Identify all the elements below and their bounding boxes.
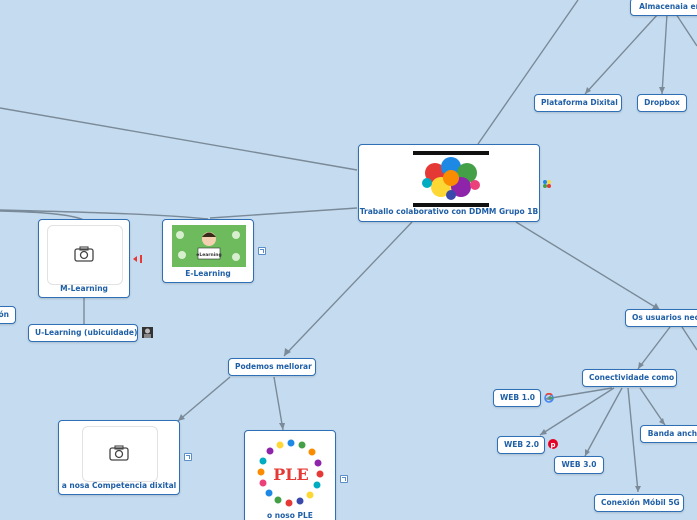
puzzle-hands-image [413, 151, 489, 207]
camera-icon [74, 246, 94, 262]
central-node[interactable]: Traballo colaborativo con DDMM Grupo 1B [358, 144, 540, 222]
node-plataforma-dixital[interactable]: Plataforma Dixital [534, 94, 622, 112]
node-almacenaia[interactable]: Almacenaia en [630, 0, 697, 16]
link-central-left [0, 107, 358, 171]
elearning-illustration: eLearning [172, 225, 246, 267]
link-podemos-competencia [177, 376, 231, 422]
link-usuarios-conectividade [637, 326, 671, 370]
central-label: Traballo colaborativo con DDMM Grupo 1B [359, 207, 539, 216]
elearning-label: E-Learning [185, 269, 231, 278]
node-dropbox[interactable]: Dropbox [637, 94, 687, 112]
node-conexion-5g[interactable]: Conexión Móbil 5G [594, 494, 684, 512]
elearning-sign: eLearning [196, 252, 221, 258]
external-link-icon[interactable] [340, 475, 348, 483]
node-web2[interactable]: WEB 2.0 [497, 436, 545, 454]
ple-illustration: PLE [257, 439, 324, 507]
link-left-hub-elearning [0, 209, 209, 220]
svg-text:p: p [550, 441, 555, 449]
image-placeholder [82, 426, 158, 482]
link-conectividade-web3 [584, 387, 623, 457]
arrows-icon [133, 255, 142, 263]
node-banda-ancha[interactable]: Banda ancha [640, 425, 697, 443]
node-web3[interactable]: WEB 3.0 [554, 456, 604, 474]
link-central-elearning [209, 207, 358, 219]
link-usuarios-right [681, 326, 697, 351]
node-usuarios[interactable]: Os usuarios nece [625, 309, 697, 327]
link-conectividade-5g [627, 387, 639, 493]
node-elearning[interactable]: eLearning E-Learning [162, 219, 254, 283]
image-placeholder [47, 225, 123, 285]
node-ple[interactable]: PLE o noso PLE [244, 430, 336, 520]
ple-logo-text: PLE [273, 465, 308, 484]
link-conectividade-banda [639, 387, 666, 426]
link-podemos-ple [273, 376, 284, 431]
ple-label: o noso PLE [267, 511, 313, 520]
node-ulearning[interactable]: U-Learning (ubicuidade) [28, 324, 138, 342]
node-web1[interactable]: WEB 1.0 [493, 389, 541, 407]
link-central-podemos [283, 221, 413, 357]
node-competencia-dixital[interactable]: a nosa Competencia dixital [58, 420, 180, 495]
external-link-icon[interactable] [258, 247, 266, 255]
google-icon [544, 393, 554, 403]
collaboration-icon [543, 180, 551, 188]
link-almacenaia-plataforma [584, 13, 659, 95]
node-podemos-mellorar[interactable]: Podemos mellorar [228, 358, 316, 376]
avatar-thumbnail [142, 327, 153, 338]
camera-icon [109, 445, 129, 461]
link-conectividade-web2 [539, 387, 615, 436]
node-mlearning[interactable]: M-Learning [38, 219, 130, 298]
external-link-icon[interactable] [184, 453, 192, 461]
link-almacenaia-right [675, 13, 697, 47]
mlearning-label: M-Learning [60, 284, 108, 293]
node-conectividade[interactable]: Conectividade como [582, 369, 677, 387]
link-almacenaia-dropbox [661, 13, 668, 95]
link-conectividade-web1 [544, 387, 613, 400]
competencia-label: a nosa Competencia dixital [61, 481, 177, 490]
link-central-usuarios [515, 221, 661, 311]
link-left-hub-mlearning [0, 210, 85, 221]
link-central-almacenaia [477, 0, 579, 145]
pinterest-icon: p [548, 439, 558, 449]
node-left-partial[interactable]: ón [0, 306, 16, 324]
